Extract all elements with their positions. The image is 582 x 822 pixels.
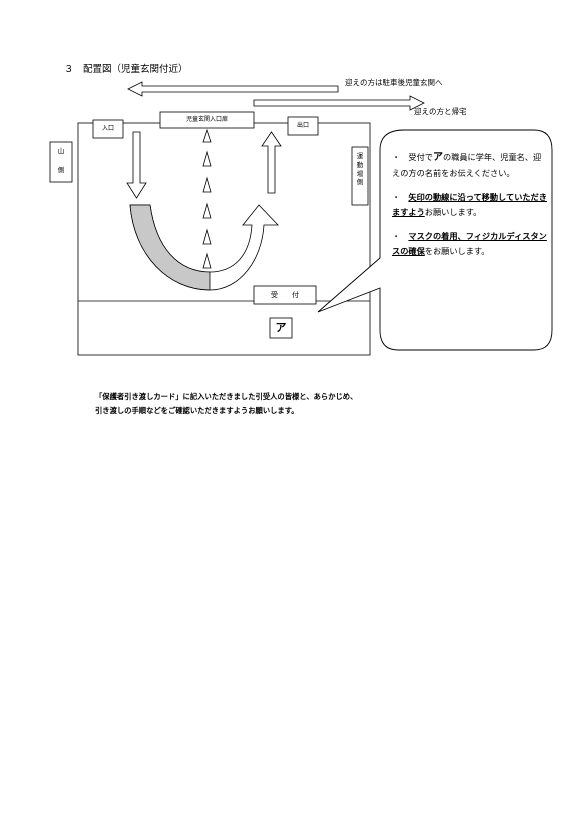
exit-label: 出口 bbox=[296, 122, 309, 129]
playground-side-box bbox=[351, 146, 369, 206]
bullet: ・ bbox=[392, 152, 401, 162]
station-a-box bbox=[269, 317, 293, 339]
mountain-side-char-1: 山 bbox=[57, 147, 65, 155]
reception-label: 受 付 bbox=[271, 291, 299, 299]
playground-side-char-4: 側 bbox=[356, 178, 364, 187]
instruction-2-post: お願いします。 bbox=[424, 206, 482, 217]
pickup-note: 迎えの方は駐車後児童玄関へ bbox=[345, 78, 443, 87]
mountain-side-box bbox=[49, 141, 73, 183]
instruction-2: ・ 矢印の動線に沿って移動していただきますようお願いします。 bbox=[392, 190, 548, 219]
instruction-1-post: の職員に学年、児童名、迎えの方の名前をお伝えください。 bbox=[392, 152, 542, 178]
entrance-door-label: 児童玄関入口扉 bbox=[185, 116, 228, 123]
instruction-3-emphasis: マスクの着用、フィジカルディスタンスの確保 bbox=[392, 231, 547, 256]
flow-u-arrow-icon bbox=[129, 204, 279, 291]
exit-box bbox=[287, 116, 319, 136]
bullet: ・ bbox=[392, 231, 401, 241]
instruction-1: ・ 受付でアの職員に学年、児童名、迎えの方の名前をお伝えください。 bbox=[392, 150, 548, 180]
closing-paragraph: 「保護者引き渡しカード」に記入いただきました引受人の皆様と、あらかじめ、 引き渡… bbox=[95, 390, 515, 418]
up-arrow-icon bbox=[261, 131, 282, 194]
playground-side-char-1: 運 bbox=[356, 152, 364, 160]
instruction-1-pre: 受付で bbox=[408, 152, 433, 162]
arrow-to-parking-icon bbox=[127, 81, 339, 97]
mountain-side-char-2: 側 bbox=[57, 165, 65, 174]
playground-side-label: 運 動 場 側 bbox=[354, 152, 366, 187]
reception-box bbox=[253, 285, 317, 305]
bullet: ・ bbox=[392, 192, 401, 202]
closing-line-2: 引き渡しの手順などをご確認いただきますようお願いします。 bbox=[95, 406, 299, 415]
playground-side-char-2: 動 bbox=[356, 160, 364, 169]
closing-line-1: 「保護者引き渡しカード」に記入いただきました引受人の皆様と、あらかじめ、 bbox=[95, 392, 358, 401]
instruction-3-post: をお願いします。 bbox=[424, 245, 490, 256]
section-title: ３ 配置図（児童玄関付近） bbox=[64, 64, 188, 75]
station-a-label: ア bbox=[275, 321, 287, 334]
entrance-label: 入口 bbox=[101, 125, 114, 132]
building-outline bbox=[77, 122, 371, 356]
entrance-box bbox=[92, 119, 124, 139]
instruction-2-emphasis: 矢印の動線に沿って移動していただきますよう bbox=[392, 192, 547, 217]
arrow-going-home-icon bbox=[253, 95, 425, 111]
down-arrow-icon bbox=[126, 131, 147, 199]
instruction-1-mark: ア bbox=[432, 152, 443, 163]
entrance-door-box bbox=[159, 111, 255, 129]
return-note: 迎えの方と帰宅 bbox=[414, 107, 467, 116]
bubble-instructions: ・ 受付でアの職員に学年、児童名、迎えの方の名前をお伝えください。 ・ 矢印の動… bbox=[392, 150, 548, 268]
speech-bubble bbox=[317, 129, 553, 351]
playground-side-char-3: 場 bbox=[356, 169, 364, 178]
mountain-side-label: 山 側 bbox=[55, 147, 67, 175]
path-marker-icons bbox=[202, 128, 212, 269]
instruction-3: ・ マスクの着用、フィジカルディスタンスの確保をお願いします。 bbox=[392, 229, 548, 258]
